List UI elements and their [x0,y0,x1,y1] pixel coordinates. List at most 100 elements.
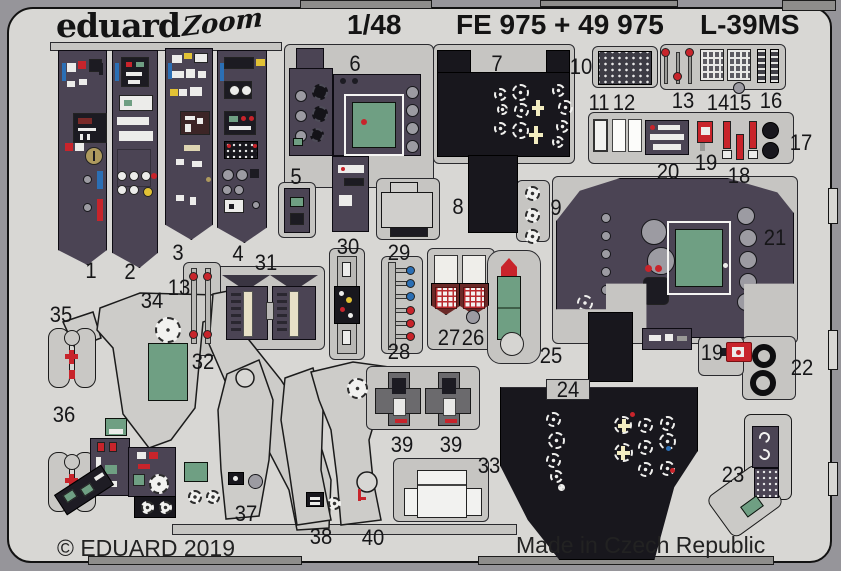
panel-detail [205,268,211,344]
panel-detail [340,78,346,84]
gauge [497,104,508,115]
panel-detail [83,203,92,212]
panel-detail [501,258,517,278]
panel-detail [168,63,172,79]
part-label: 4 [232,241,244,266]
gauge [556,120,569,133]
panel-detail [395,419,407,423]
panel-detail [685,48,694,57]
part-label: 20 [656,159,680,184]
gauge [638,440,653,455]
sheet-tab [828,188,838,224]
panel-detail [189,330,198,339]
part-label: 15 [728,90,752,115]
sheet-tab [540,0,678,7]
part-label: 23 [721,462,745,487]
panel-detail [220,63,224,81]
panel-detail [733,82,745,94]
panel-detail [256,59,265,66]
panel-detail [348,313,353,318]
panel-detail [361,119,367,125]
panel-detail [443,398,456,416]
part-label: 7 [491,51,503,76]
panel-detail [233,476,238,481]
sheet-tab [300,0,432,9]
part-label: 34 [140,288,164,313]
panel-detail [137,452,146,459]
gauge [552,84,565,97]
panel-detail [197,118,203,124]
part-plate-12 [612,119,626,152]
panel-detail [649,335,661,341]
panel-detail [266,302,274,320]
gauge [546,412,561,427]
panel-detail [310,497,320,500]
panel-column [332,156,369,232]
panel-detail [67,63,76,72]
panel-detail [358,497,366,500]
panel-detail [418,484,466,486]
knob-ring [752,344,776,368]
panel-detail [124,100,132,106]
panel-detail [236,169,248,181]
panel-detail [462,255,486,285]
panel-detail [229,116,238,122]
gauge [494,122,507,135]
part-label: 14 [706,90,730,115]
panel-detail [222,169,234,181]
gauge [638,462,653,477]
product-name: L-39MS [700,9,800,40]
panel-detail [179,89,187,96]
knob [601,249,611,259]
panel-detail [248,474,263,489]
gauge [512,122,529,139]
part-label: 30 [336,234,360,259]
panel-detail [117,171,127,181]
part-label: 33 [477,453,501,478]
panel-detail [290,197,304,207]
panel-detail [417,470,467,518]
panel-detail [748,150,758,159]
panel-detail [109,442,117,452]
panel-detail [726,342,752,362]
panel-detail [83,175,92,184]
panel-detail [645,265,652,272]
panel-detail [752,426,779,468]
part-label: 36 [52,402,76,427]
panel-detail [723,263,728,268]
panel-detail [736,350,741,355]
gauge [312,84,328,100]
part-label: 5 [290,164,302,189]
panel-detail [78,118,92,124]
panel-detail [65,143,73,151]
panel-detail [617,451,630,455]
part-label: 19 [694,150,718,175]
made-in-text: Made in Czech Republic [516,532,766,558]
panel-detail [445,419,457,423]
knob [641,219,667,245]
panel-detail [241,85,252,96]
panel-detail [143,187,153,197]
copyright-text: © EDUARD 2019 [57,535,236,561]
panel-detail [99,63,103,75]
panel-detail [341,167,345,171]
rotate-arrow-icon [756,446,773,463]
knob [601,231,611,241]
panel-detail [224,57,254,69]
panel-detail [224,81,252,99]
gauge [550,470,563,483]
part-label: 32 [191,349,215,374]
panel-detail [194,53,208,63]
part-blank-panel-8 [381,192,433,228]
panel-detail [340,307,345,312]
panel-detail [62,489,78,504]
part-side-panel-2 [112,50,158,268]
panel-detail [344,178,364,186]
part-label: 37 [234,501,258,526]
panel-detail [342,330,351,345]
panel-detail [170,89,178,96]
part-label: 28 [387,339,411,364]
gauge [310,128,324,142]
panel-detail [498,307,520,309]
part-grille-14 [700,49,724,81]
